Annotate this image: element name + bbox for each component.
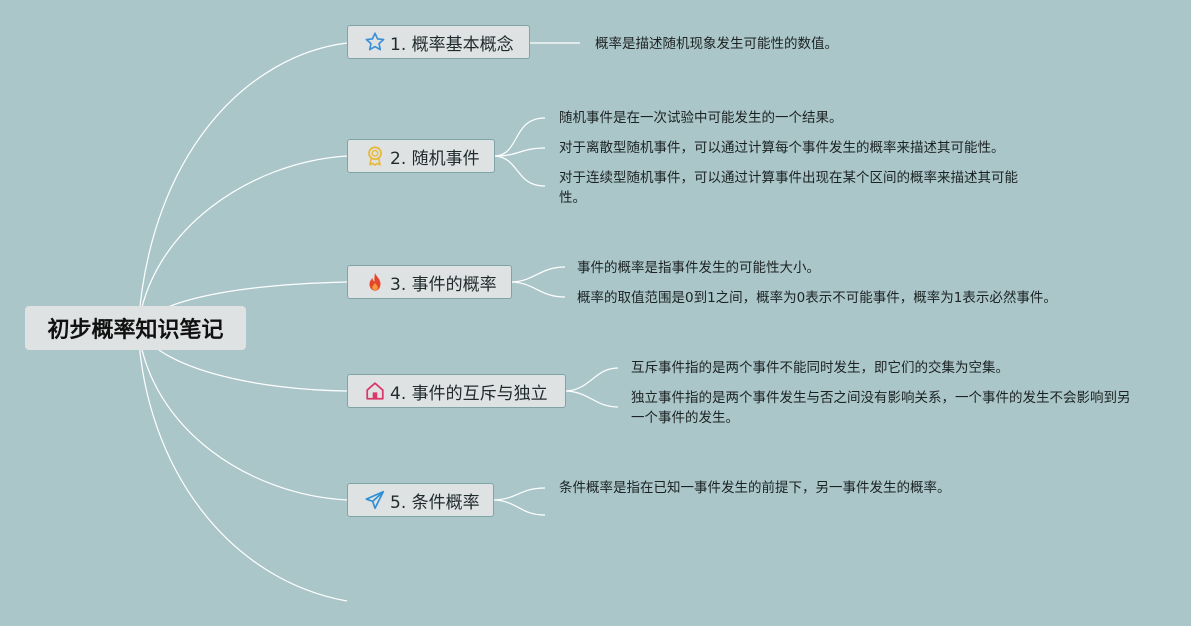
topic-label: 1. 概率基本概念: [390, 34, 514, 55]
leaf-text[interactable]: 互斥事件指的是两个事件不能同时发生，即它们的交集为空集。: [631, 360, 1009, 376]
root-connector-5: [137, 327, 348, 501]
topic-probability-basics[interactable]: 1. 概率基本概念: [347, 25, 530, 59]
root-connector-6: [137, 327, 348, 602]
topic-label: 4. 事件的互斥与独立: [390, 383, 548, 404]
leaf-connector-4-2: [565, 390, 619, 408]
topic-random-events[interactable]: 2. 随机事件: [347, 139, 495, 173]
home-icon: [364, 380, 386, 402]
leaf-text[interactable]: 对于连续型随机事件，可以通过计算事件出现在某个区间的概率来描述其可能性。: [559, 170, 1018, 206]
topic-label: 2. 随机事件: [390, 148, 480, 169]
leaf-text[interactable]: 对于离散型随机事件，可以通过计算每个事件发生的概率来描述其可能性。: [559, 140, 1005, 156]
leaf-connector-2-1: [494, 117, 546, 157]
leaf-connector-2-3: [494, 155, 546, 187]
topic-label: 5. 条件概率: [390, 492, 480, 513]
leaf-connector-3-2: [511, 281, 566, 298]
root-connector-1: [137, 42, 348, 329]
topic-label: 3. 事件的概率: [390, 274, 497, 295]
leaf-text[interactable]: 独立事件指的是两个事件发生与否之间没有影响关系，一个事件的发生不会影响到另一个事…: [631, 390, 1131, 426]
topic-conditional-probability[interactable]: 5. 条件概率: [347, 483, 494, 517]
leaf-text[interactable]: 概率是描述随机现象发生可能性的数值。: [595, 36, 838, 52]
leaf-connector-5-1: [493, 487, 546, 501]
award-medal-icon: [364, 145, 386, 167]
leaf-connector-4-1: [565, 367, 619, 392]
leaf-text[interactable]: 随机事件是在一次试验中可能发生的一个结果。: [559, 110, 843, 126]
leaf-connector-5-2: [493, 499, 546, 516]
leaf-connector-2-2: [494, 147, 546, 157]
topic-mutual-exclusion-independence[interactable]: 4. 事件的互斥与独立: [347, 374, 566, 408]
fire-icon: [364, 271, 386, 293]
leaf-text[interactable]: 概率的取值范围是0到1之间，概率为0表示不可能事件，概率为1表示必然事件。: [577, 290, 1057, 306]
star-icon: [364, 31, 386, 53]
leaf-text[interactable]: 条件概率是指在已知一事件发生的前提下，另一事件发生的概率。: [559, 480, 951, 496]
root-topic[interactable]: 初步概率知识笔记: [25, 306, 246, 350]
topic-event-probability[interactable]: 3. 事件的概率: [347, 265, 512, 299]
root-connector-2: [137, 155, 348, 329]
leaf-text[interactable]: 事件的概率是指事件发生的可能性大小。: [577, 260, 820, 276]
leaf-connector-3-1: [511, 266, 566, 283]
paper-plane-icon: [364, 489, 386, 511]
